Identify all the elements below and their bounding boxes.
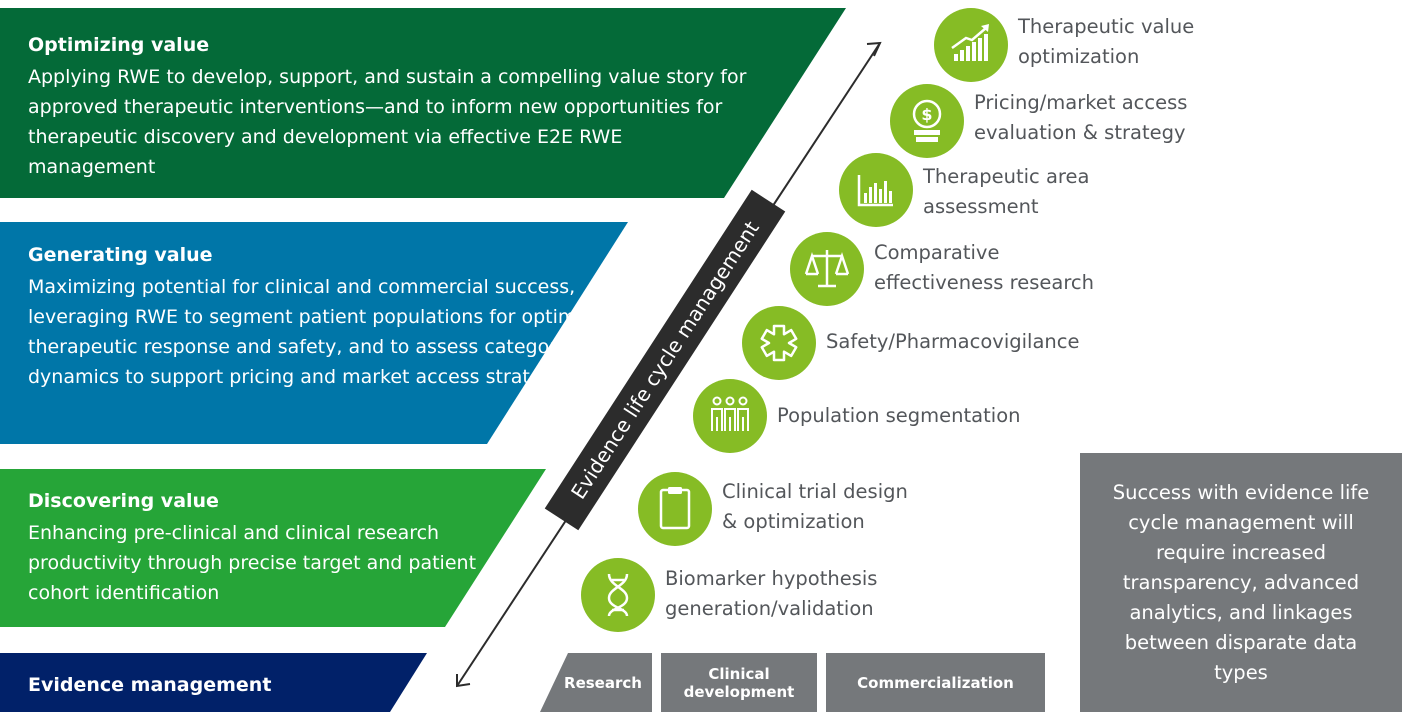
stage-label: Clinical development bbox=[683, 664, 795, 701]
clipboard-icon bbox=[638, 472, 712, 546]
growth-chart-icon bbox=[934, 8, 1008, 82]
band-description: Applying RWE to develop, support, and su… bbox=[28, 66, 747, 178]
band-optimizing-value: Optimizing value Applying RWE to develop… bbox=[0, 8, 900, 198]
activity-label: Population segmentation bbox=[777, 404, 1021, 427]
band-optimizing-shape bbox=[0, 8, 846, 198]
activity-label: Biomarker hypothesis generation/validati… bbox=[665, 567, 878, 620]
band-evidence-shape bbox=[0, 653, 427, 712]
svg-text:$: $ bbox=[921, 105, 932, 124]
band-description: Maximizing potential for clinical and co… bbox=[28, 276, 594, 388]
stage-research: Research bbox=[540, 653, 652, 712]
stage-shape bbox=[826, 653, 1045, 712]
band-generating-value: Generating value Maximizing potential fo… bbox=[0, 222, 640, 444]
stage-shape bbox=[540, 653, 652, 712]
people-group-icon bbox=[693, 379, 767, 453]
band-description: Enhancing pre-clinical and clinical rese… bbox=[28, 522, 477, 604]
activity-label: Therapeutic value optimization bbox=[1018, 15, 1195, 68]
balance-scale-icon bbox=[790, 232, 864, 306]
band-generating-shape bbox=[0, 222, 628, 444]
bar-chart-icon bbox=[839, 153, 913, 227]
activity-label: Therapeutic area assessment bbox=[923, 165, 1090, 218]
band-title: Evidence management bbox=[28, 674, 272, 696]
stage-clinical-development: Clinical development bbox=[661, 653, 817, 712]
callout-text: Success with evidence life cycle managem… bbox=[1112, 480, 1370, 684]
band-discovering-value: Discovering value Enhancing pre-clinical… bbox=[0, 469, 550, 627]
activity-label: Pricing/market access evaluation & strat… bbox=[974, 91, 1188, 144]
dollar-coin-icon: $ bbox=[890, 84, 964, 158]
band-title: Optimizing value bbox=[28, 34, 210, 56]
band-title: Discovering value bbox=[28, 490, 219, 512]
band-discovering-shape bbox=[0, 469, 546, 627]
activity-label: Safety/Pharmacovigilance bbox=[826, 330, 1080, 353]
activity-label: Comparative effectiveness research bbox=[874, 241, 1094, 294]
stage-label: Research bbox=[564, 673, 642, 692]
callout-box: Success with evidence life cycle managem… bbox=[1080, 453, 1402, 712]
stage-commercialization: Commercialization bbox=[826, 653, 1045, 712]
dna-icon bbox=[581, 558, 655, 632]
band-title: Generating value bbox=[28, 244, 213, 266]
stage-label: Commercialization bbox=[857, 673, 1014, 692]
activity-label: Clinical trial design & optimization bbox=[722, 480, 908, 533]
medical-star-icon bbox=[742, 306, 816, 380]
stage-shape bbox=[661, 653, 817, 712]
band-evidence-management: Evidence management bbox=[0, 653, 430, 712]
